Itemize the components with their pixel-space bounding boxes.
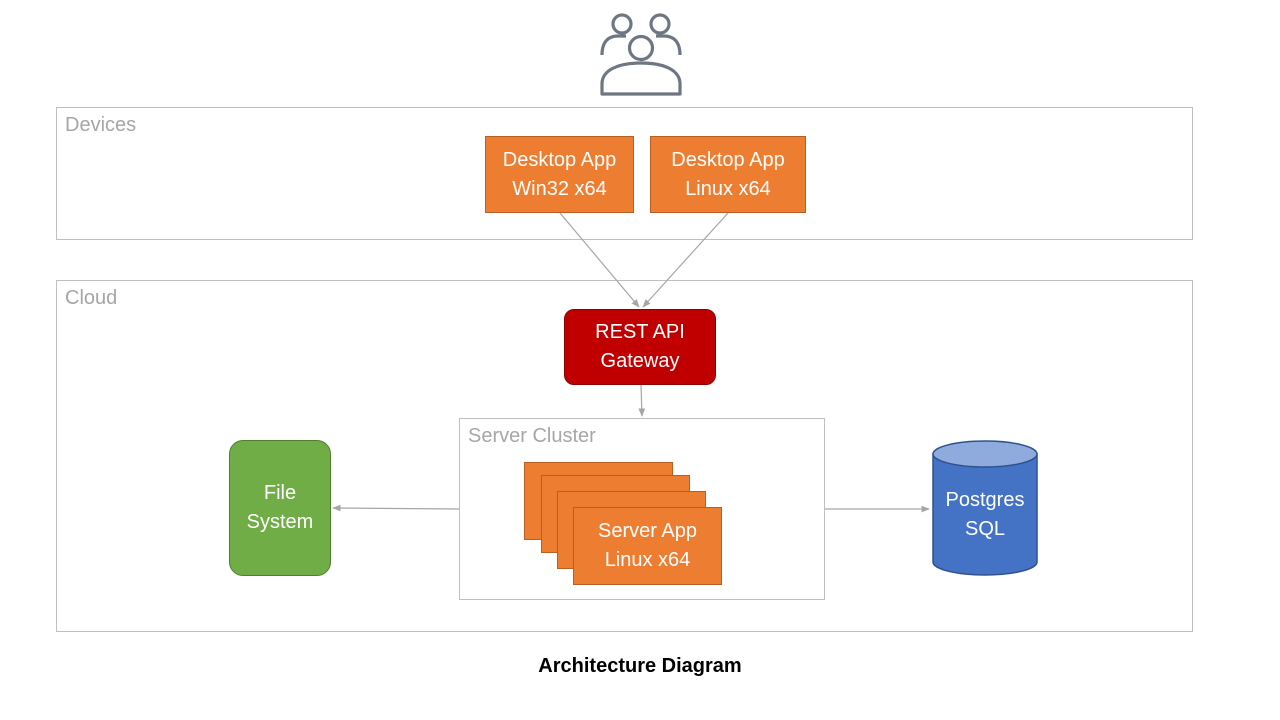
postgres-sql-label: Postgres SQL xyxy=(931,470,1039,560)
desktop-app-linux-line2: Linux x64 xyxy=(685,177,771,200)
desktop-app-win32-line1: Desktop App xyxy=(502,148,617,171)
file-system-box: File System xyxy=(229,440,331,576)
desktop-app-win32-box: Desktop App Win32 x64 xyxy=(485,136,634,213)
file-system-line1: File xyxy=(263,482,297,504)
rest-api-gateway-line2: Gateway xyxy=(600,350,680,372)
rest-api-gateway-line1: REST API xyxy=(595,321,685,343)
server-app-line1: Server App xyxy=(598,520,697,542)
users-icon xyxy=(600,13,682,96)
server-app-box: Server App Linux x64 xyxy=(573,507,722,585)
rest-api-gateway-box: REST API Gateway xyxy=(564,309,716,385)
desktop-app-win32-line2: Win32 x64 xyxy=(512,177,607,200)
server-cluster-label: Server Cluster xyxy=(468,425,596,447)
server-app-line2: Linux x64 xyxy=(604,549,691,571)
postgres-sql-line1: Postgres xyxy=(945,489,1025,511)
postgres-sql-line2: SQL xyxy=(964,518,1006,540)
devices-label: Devices xyxy=(65,114,137,136)
file-system-line2: System xyxy=(246,511,314,533)
desktop-app-linux-line1: Desktop App xyxy=(671,148,785,171)
cloud-label: Cloud xyxy=(65,287,118,309)
database-icon xyxy=(932,440,1038,576)
diagram-caption: Architecture Diagram xyxy=(538,655,742,677)
desktop-app-linux-box: Desktop App Linux x64 xyxy=(650,136,806,213)
